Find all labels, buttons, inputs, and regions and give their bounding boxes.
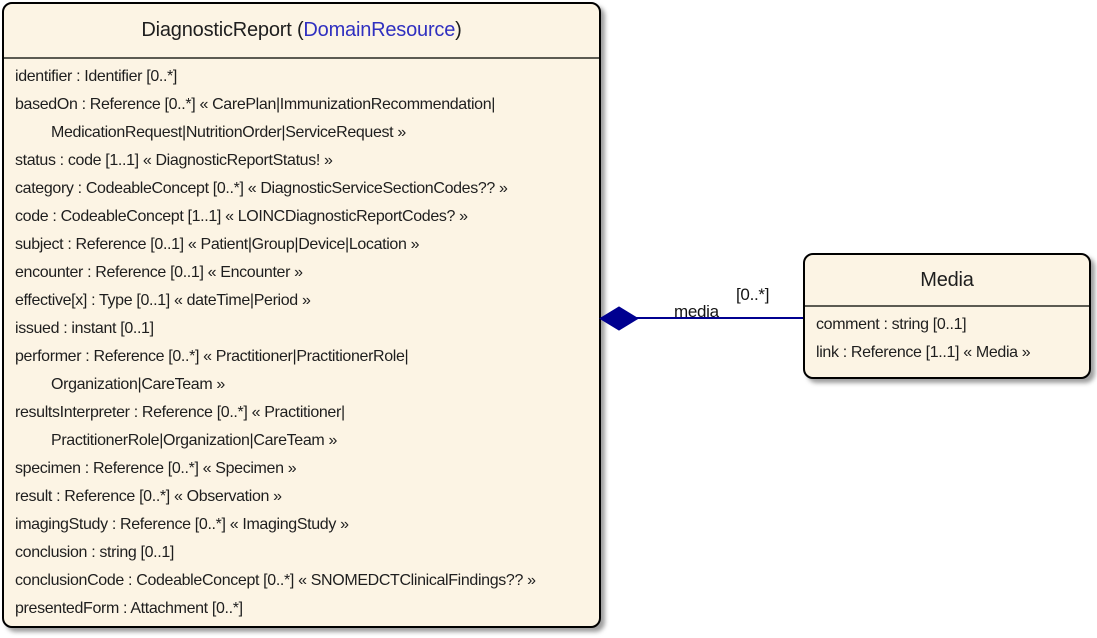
diagnosticreport-class-box: DiagnosticReport (DomainResource) identi… <box>2 2 601 628</box>
attribute-subject: subject : Reference [0..1] « Patient|Gro… <box>15 236 420 253</box>
attribute-effective: effective[x] : Type [0..1] « dateTime|Pe… <box>15 292 311 309</box>
attribute-performer: performer : Reference [0..*] « Practitio… <box>15 348 409 365</box>
attribute-encounter: encounter : Reference [0..1] « Encounter… <box>15 264 303 281</box>
attribute-presentedform: presentedForm : Attachment [0..*] <box>15 600 243 617</box>
attribute-performer-continuation: Organization|CareTeam » <box>51 376 225 393</box>
attribute-basedon: basedOn : Reference [0..*] « CarePlan|Im… <box>15 96 496 113</box>
attribute-comment: comment : string [0..1] <box>816 316 967 333</box>
association-role-label: media <box>674 302 719 321</box>
association-line <box>601 317 803 319</box>
class-title-close: ) <box>455 19 462 41</box>
media-class-box: Media comment : string [0..1] link : Ref… <box>803 253 1091 379</box>
attribute-conclusioncode: conclusionCode : CodeableConcept [0..*] … <box>15 572 536 589</box>
attribute-category: category : CodeableConcept [0..*] « Diag… <box>15 180 508 197</box>
attribute-resultsinterpreter-continuation: PractitionerRole|Organization|CareTeam » <box>51 432 338 449</box>
class-title-text: DiagnosticReport ( <box>141 19 304 41</box>
media-class-title: Media <box>805 255 1089 307</box>
attribute-identifier: identifier : Identifier [0..*] <box>15 68 178 85</box>
diagnosticreport-attribute-list: identifier : Identifier [0..*] basedOn :… <box>4 59 599 623</box>
attribute-code: code : CodeableConcept [1..1] « LOINCDia… <box>15 208 468 225</box>
attribute-result: result : Reference [0..*] « Observation … <box>15 488 282 505</box>
attribute-imagingstudy: imagingStudy : Reference [0..*] « Imagin… <box>15 516 349 533</box>
attribute-conclusion: conclusion : string [0..1] <box>15 544 174 561</box>
composition-diamond-icon <box>599 306 639 331</box>
media-attribute-list: comment : string [0..1] link : Reference… <box>805 307 1089 367</box>
attribute-basedon-continuation: MedicationRequest|NutritionOrder|Service… <box>51 124 406 141</box>
attribute-resultsinterpreter: resultsInterpreter : Reference [0..*] « … <box>15 404 345 421</box>
attribute-status: status : code [1..1] « DiagnosticReportS… <box>15 152 333 169</box>
attribute-issued: issued : instant [0..1] <box>15 320 154 337</box>
attribute-specimen: specimen : Reference [0..*] « Specimen » <box>15 460 297 477</box>
attribute-link: link : Reference [1..1] « Media » <box>816 344 1031 361</box>
domainresource-link[interactable]: DomainResource <box>303 19 456 41</box>
diagnosticreport-class-title: DiagnosticReport (DomainResource) <box>4 4 599 59</box>
association-cardinality-label: [0..*] <box>736 285 770 304</box>
